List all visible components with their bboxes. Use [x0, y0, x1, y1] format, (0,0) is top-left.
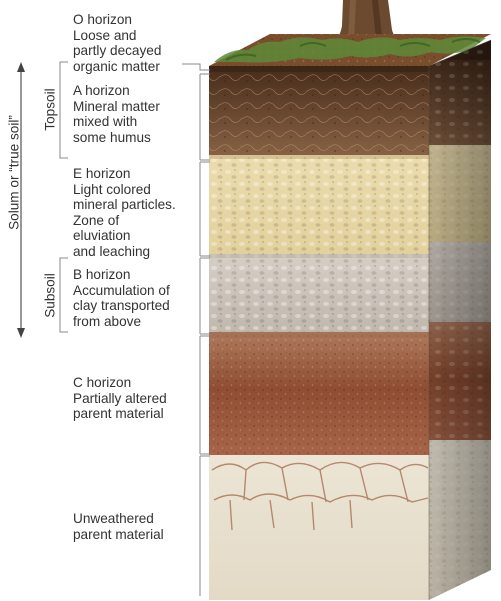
- soil-top-surface: [209, 34, 491, 66]
- subsoil-label: Subsoil: [42, 273, 58, 318]
- solum-arrow: [17, 62, 25, 338]
- b-horizon-bracket: [199, 257, 210, 335]
- e-horizon-bracket: [199, 161, 210, 257]
- b-horizon-label: B horizon Accumulation of clay transport…: [73, 267, 170, 329]
- r-horizon-bracket: [199, 455, 210, 596]
- c-horizon-label: C horizon Partially altered parent mater…: [73, 375, 167, 421]
- o-horizon-label: O horizon Loose and partly decayed organ…: [73, 12, 162, 74]
- soil-block-edges: [428, 39, 492, 600]
- soil-front-face: [209, 66, 429, 600]
- parent-material-label: Unweathered parent material: [73, 511, 164, 542]
- horizon-brackets: [59, 61, 210, 596]
- subsoil-bracket: [59, 257, 68, 333]
- e-horizon-label: E horizon Light colored mineral particle…: [73, 166, 176, 259]
- a-horizon-label: A horizon Mineral matter mixed with some…: [73, 83, 160, 145]
- solum-label: Solum or “true soil”: [6, 115, 22, 230]
- a-horizon-bracket: [199, 73, 210, 161]
- o-horizon-bracket: [182, 63, 210, 71]
- topsoil-bracket: [59, 61, 68, 159]
- soil-side-face: [429, 40, 491, 600]
- c-horizon-bracket: [199, 335, 210, 455]
- topsoil-label: Topsoil: [42, 88, 58, 131]
